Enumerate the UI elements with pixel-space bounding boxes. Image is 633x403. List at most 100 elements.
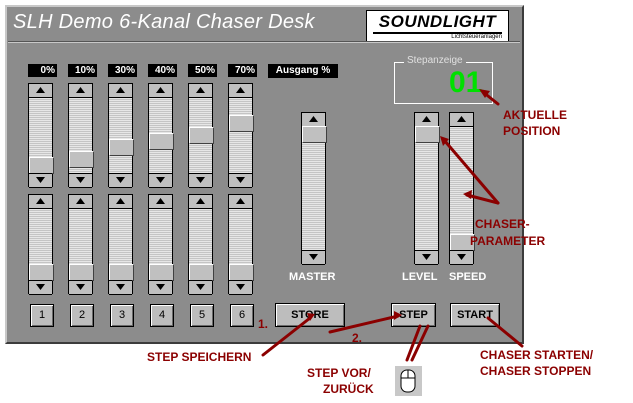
level-fader-down-arrow[interactable] (415, 250, 438, 265)
channel-2-button[interactable]: 2 (70, 304, 94, 327)
channel-4-lower-fader[interactable] (148, 194, 174, 295)
current-position-label-1: AKTUELLE (503, 108, 567, 122)
channel-5-upper-fader-up-arrow[interactable] (189, 83, 212, 98)
channel-6-lower-fader[interactable] (228, 194, 254, 295)
chaser-start-label-2: CHASER STOPPEN (480, 364, 592, 378)
step-nav-label-2: ZURÜCK (323, 382, 374, 396)
channel-5-upper-fader-down-arrow[interactable] (189, 173, 212, 188)
channel-2-percent: 10% (68, 64, 97, 77)
channel-3-button[interactable]: 3 (110, 304, 134, 327)
step-display-caption: Stepanzeige (404, 55, 466, 66)
step-arrowhead (394, 311, 402, 320)
title-divider (8, 41, 520, 43)
channel-3-lower-fader-down-arrow[interactable] (109, 280, 132, 295)
speed-fader-up-arrow[interactable] (450, 112, 473, 127)
channel-4-lower-fader-down-arrow[interactable] (149, 280, 172, 295)
channel-3-percent: 30% (108, 64, 137, 77)
start-button[interactable]: START (450, 303, 500, 327)
channel-1-upper-fader[interactable] (28, 83, 54, 188)
channel-1-percent: 0% (28, 64, 57, 77)
master-fader-thumb[interactable] (302, 126, 327, 143)
channel-5-percent: 50% (188, 64, 217, 77)
channel-5-button[interactable]: 5 (190, 304, 214, 327)
channel-5-upper-fader-thumb[interactable] (189, 127, 214, 144)
position-arrowhead (479, 89, 490, 98)
logo-subtitle: Lichtsteueranlagen (451, 34, 502, 40)
speed-label: SPEED (449, 271, 487, 283)
param-arrow-line-2 (465, 193, 500, 205)
channel-5-lower-fader[interactable] (188, 194, 214, 295)
channel-4-lower-fader-up-arrow[interactable] (149, 194, 172, 209)
step-nav-label-1: STEP VOR/ (307, 366, 371, 380)
channel-4-upper-fader[interactable] (148, 83, 174, 188)
step-arrow-line (328, 314, 400, 334)
channel-3-upper-fader[interactable] (108, 83, 134, 188)
master-fader[interactable] (301, 112, 327, 265)
store-arrowhead (307, 313, 315, 321)
channel-4-upper-fader-thumb[interactable] (149, 133, 174, 150)
mouse-icon-box (395, 366, 422, 396)
channel-1-lower-fader[interactable] (28, 194, 54, 295)
channel-6-upper-fader-up-arrow[interactable] (229, 83, 252, 98)
channel-5-upper-fader[interactable] (188, 83, 214, 188)
channel-3-lower-fader-up-arrow[interactable] (109, 194, 132, 209)
param-arrowhead-1 (440, 136, 449, 146)
channel-6-lower-fader-down-arrow[interactable] (229, 280, 252, 295)
channel-2-lower-fader[interactable] (68, 194, 94, 295)
channel-1-lower-fader-up-arrow[interactable] (29, 194, 52, 209)
channel-3-upper-fader-down-arrow[interactable] (109, 173, 132, 188)
mouse-arrow-line-2 (410, 324, 430, 362)
master-fader-down-arrow[interactable] (302, 250, 325, 265)
mouse-arrow-line-1 (405, 324, 422, 362)
mouse-icon (400, 369, 416, 393)
store-step-label: STEP SPEICHERN (147, 350, 252, 364)
channel-2-lower-fader-down-arrow[interactable] (69, 280, 92, 295)
level-fader-thumb[interactable] (415, 126, 440, 143)
start-arrow-line (486, 316, 524, 348)
channel-4-button[interactable]: 4 (150, 304, 174, 327)
chaser-start-label-1: CHASER STARTEN/ (480, 348, 594, 362)
channel-2-lower-fader-up-arrow[interactable] (69, 194, 92, 209)
param-arrowhead-2 (463, 190, 472, 199)
chaser-param-label-2: PARAMETER (470, 234, 546, 248)
channel-2-upper-fader-down-arrow[interactable] (69, 173, 92, 188)
param-arrow-line-1 (442, 138, 500, 205)
marker-1: 1. (258, 317, 269, 331)
channel-1-upper-fader-down-arrow[interactable] (29, 173, 52, 188)
channel-4-upper-fader-up-arrow[interactable] (149, 83, 172, 98)
channel-1-button[interactable]: 1 (30, 304, 54, 327)
store-arrow-line (261, 316, 312, 357)
store-button[interactable]: STORE (275, 303, 345, 327)
channel-1-lower-fader-down-arrow[interactable] (29, 280, 52, 295)
channel-1-upper-fader-up-arrow[interactable] (29, 83, 52, 98)
channel-5-lower-fader-down-arrow[interactable] (189, 280, 212, 295)
channel-3-lower-fader[interactable] (108, 194, 134, 295)
speed-fader[interactable] (449, 112, 475, 265)
output-percent-label: Ausgang % (268, 64, 338, 78)
level-fader[interactable] (414, 112, 440, 265)
channel-3-upper-fader-thumb[interactable] (109, 139, 134, 156)
speed-fader-down-arrow[interactable] (450, 250, 473, 265)
channel-6-lower-fader-up-arrow[interactable] (229, 194, 252, 209)
window-title: SLH Demo 6-Kanal Chaser Desk (13, 11, 315, 33)
marker-2: 2. (352, 331, 363, 345)
channel-4-percent: 40% (148, 64, 177, 77)
channel-6-percent: 70% (228, 64, 257, 77)
channel-6-upper-fader-thumb[interactable] (229, 115, 254, 132)
channel-6-upper-fader[interactable] (228, 83, 254, 188)
logo-brand: SOUNDLIGHT (378, 12, 497, 31)
channel-2-upper-fader[interactable] (68, 83, 94, 188)
channel-6-upper-fader-down-arrow[interactable] (229, 173, 252, 188)
master-label: MASTER (289, 271, 336, 283)
current-position-label-2: POSITION (503, 124, 561, 138)
step-display-value: 01 (449, 66, 483, 99)
channel-2-upper-fader-thumb[interactable] (69, 151, 94, 168)
channel-2-upper-fader-up-arrow[interactable] (69, 83, 92, 98)
channel-6-button[interactable]: 6 (230, 304, 254, 327)
channel-4-upper-fader-down-arrow[interactable] (149, 173, 172, 188)
logo-rule (373, 32, 502, 34)
channel-3-upper-fader-up-arrow[interactable] (109, 83, 132, 98)
level-label: LEVEL (402, 271, 438, 283)
channel-5-lower-fader-up-arrow[interactable] (189, 194, 212, 209)
